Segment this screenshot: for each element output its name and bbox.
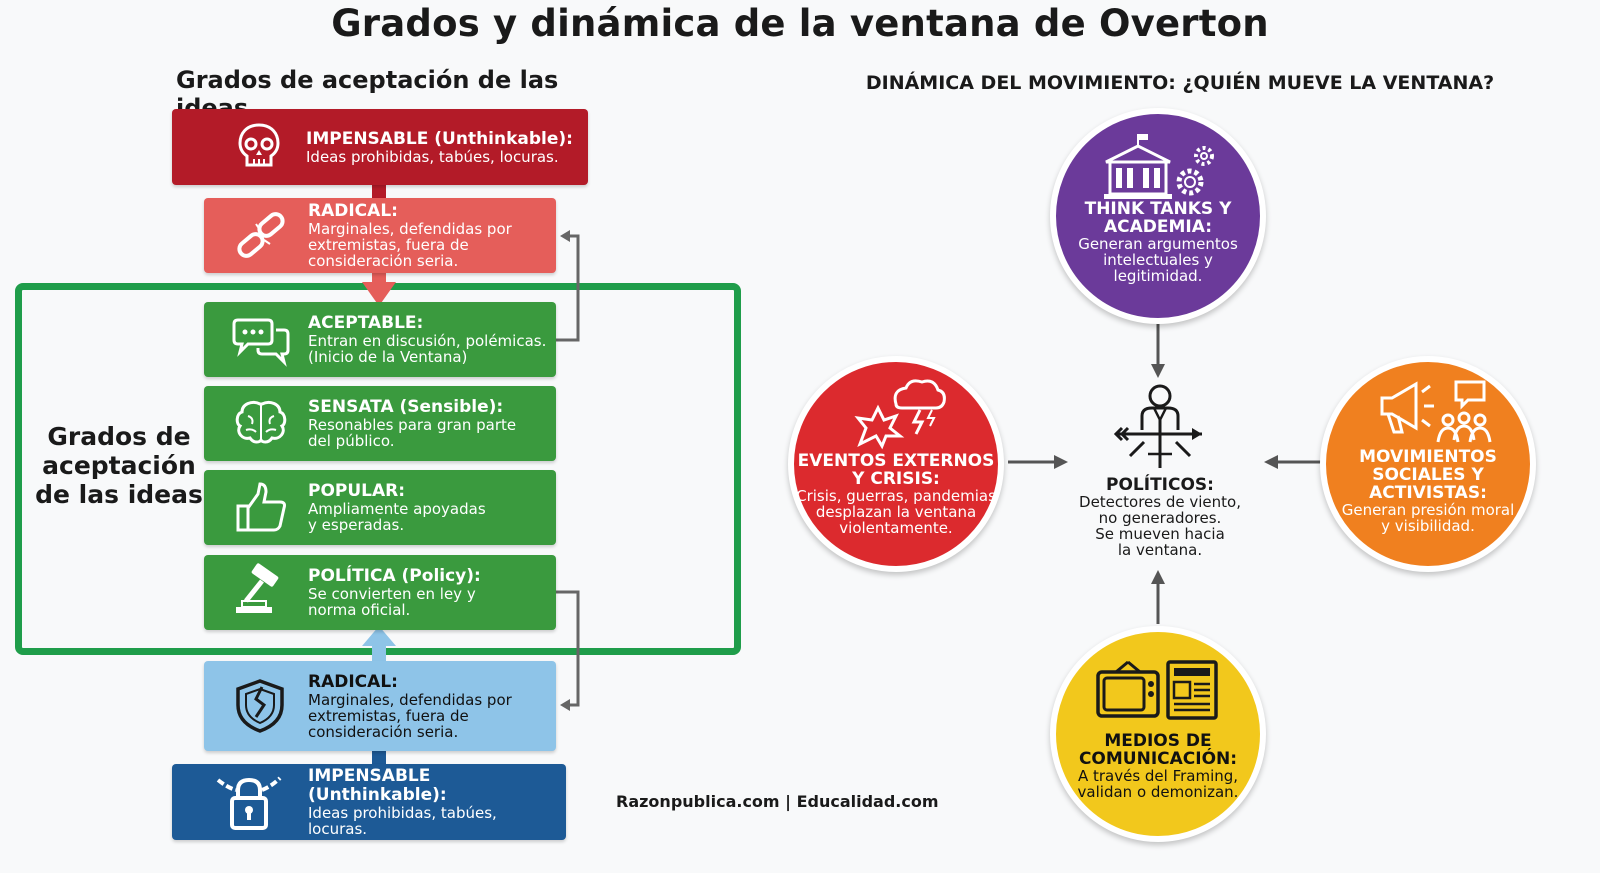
degree-desc: Resonables para gran parte del público. [308, 416, 517, 450]
gavel-icon [236, 563, 279, 613]
degree-desc: Entran en discusión, polémicas. (Inicio … [308, 332, 547, 366]
thumbs-up-icon [236, 482, 286, 532]
actor-circle-think-tanks: THINK TANKS Y ACADEMIA: Generan argument… [1050, 108, 1266, 324]
actor-circle-medios: MEDIOS DE COMUNICACIÓN: A través del Fra… [1050, 626, 1266, 842]
degree-label: POPULAR: [308, 481, 406, 501]
actor-desc: A través del Framing, validan o demoniza… [1077, 767, 1239, 801]
actor-desc: Crisis, guerras, pandemias desplazan la … [796, 487, 996, 537]
connector-top [372, 184, 386, 200]
actor-title: MEDIOS DE COMUNICACIÓN: [1078, 731, 1238, 769]
degree-label: POLÍTICA (Policy): [308, 566, 481, 586]
megaphone-crowd-icon [1380, 380, 1492, 443]
degree-box-radical-bottom: RADICAL: Marginales, defendidas por extr… [204, 661, 556, 751]
degree-label: SENSATA (Sensible): [308, 397, 504, 417]
broken-shield-icon [236, 679, 284, 733]
actor-title: MOVIMIENTOS SOCIALES Y ACTIVISTAS: [1359, 447, 1497, 503]
window-label: Grados de aceptación de las ideas [35, 422, 203, 509]
degree-label: IMPENSABLE (Unthinkable): [308, 766, 447, 805]
actor-desc: Generan presión moral y visibilidad. [1341, 501, 1515, 535]
politician-weathervane-icon [1113, 384, 1202, 468]
actor-arrows [1008, 322, 1322, 624]
bracket-upper [556, 234, 580, 342]
tv-newspaper-icon [1096, 660, 1218, 720]
degree-label: RADICAL: [308, 671, 398, 692]
skull-icon [238, 123, 280, 167]
page-title: Grados y dinámica de la ventana de Overt… [331, 2, 1269, 45]
degree-box-sensata: SENSATA (Sensible): Resonables para gran… [204, 386, 556, 461]
actor-title: POLÍTICOS: [1106, 475, 1214, 495]
connector-bottom [372, 750, 386, 766]
degree-desc: Se convierten en ley y norma oficial. [308, 585, 476, 619]
actor-circle-movimientos: MOVIMIENTOS SOCIALES Y ACTIVISTAS: Gener… [1320, 356, 1536, 572]
padlock-chain-icon [216, 776, 282, 830]
actor-circle-eventos: EVENTOS EXTERNOS Y CRISIS: Crisis, guerr… [788, 356, 1004, 572]
chat-bubbles-icon [232, 318, 290, 367]
connector-red [372, 272, 386, 282]
degree-desc: Marginales, defendidas por extremistas, … [308, 690, 512, 741]
degree-label: IMPENSABLE (Unthinkable): [306, 128, 573, 149]
actor-title: THINK TANKS Y ACADEMIA: [1084, 199, 1232, 237]
arrow-down-red [362, 282, 396, 306]
actor-title: EVENTOS EXTERNOS Y CRISIS: [797, 451, 995, 489]
degree-connectors [362, 184, 580, 766]
bracket-lower-arrowhead [560, 699, 570, 711]
storm-explosion-icon [854, 379, 946, 450]
degree-desc: Ideas prohibidas, tabúes, locuras. [306, 147, 559, 166]
actor-desc: Detectores de viento, no generadores. Se… [1079, 493, 1241, 559]
degree-label: ACEPTABLE: [308, 313, 424, 333]
connector-blue [372, 642, 386, 662]
degree-label: RADICAL: [308, 201, 398, 221]
degree-box-impensable-bottom: IMPENSABLE (Unthinkable): Ideas prohibid… [172, 764, 566, 840]
left-section-title: Grados de aceptación de las ideas [176, 66, 559, 122]
actor-politicos: POLÍTICOS: Detectores de viento, no gene… [1060, 380, 1260, 558]
right-section-title: DINÁMICA DEL MOVIMIENTO: ¿QUIÉN MUEVE LA… [865, 72, 1495, 94]
source-credit: Razonpublica.com | Educalidad.com [616, 792, 939, 811]
degree-box-impensable-top: IMPENSABLE (Unthinkable): Ideas prohibid… [172, 109, 588, 185]
degree-desc: Ideas prohibidas, tabúes, locuras. [308, 804, 497, 838]
bracket-lower [556, 590, 580, 707]
degree-box-popular: POPULAR: Ampliamente apoyadas y esperada… [204, 470, 556, 545]
academy-gears-icon [1104, 134, 1214, 199]
broken-chain-icon [237, 212, 285, 258]
degree-box-aceptable: ACEPTABLE: Entran en discusión, polémica… [204, 302, 556, 377]
degree-box-politica: POLÍTICA (Policy): Se convierten en ley … [204, 555, 556, 630]
brain-icon [235, 400, 287, 444]
degree-desc: Marginales, defendidas por extremistas, … [308, 220, 512, 270]
degree-desc: Ampliamente apoyadas y esperadas. [308, 500, 486, 534]
arrow-up-blue [362, 626, 396, 646]
bracket-upper-arrowhead [560, 230, 570, 242]
degree-box-radical-top: RADICAL: Marginales, defendidas por extr… [204, 198, 556, 273]
actor-desc: Generan argumentos intelectuales y legit… [1078, 235, 1238, 285]
